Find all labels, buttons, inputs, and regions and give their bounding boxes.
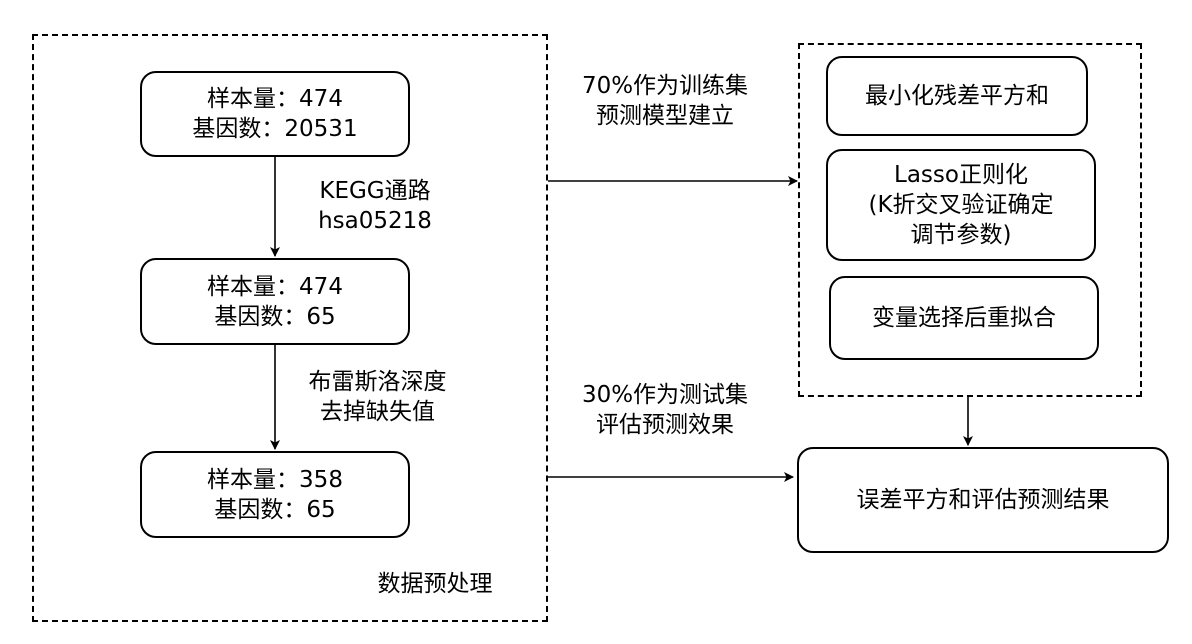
test-split-line2: 评估预测效果: [596, 412, 734, 438]
model-item1-box: 最小化残差平方和: [826, 56, 1088, 136]
step2-box: 样本量：474 基因数：65: [140, 258, 410, 345]
test-split-label: 30%作为测试集 评估预测效果: [565, 380, 765, 440]
model-item2-box: Lasso正则化 (K折交叉验证确定 调节参数): [826, 149, 1096, 261]
edge2-line2: 去掉缺失值: [320, 399, 435, 425]
model-item1-text: 最小化残差平方和: [865, 83, 1049, 109]
edge1-line2: hsa05218: [318, 208, 432, 234]
model-group: [798, 43, 1142, 397]
result-box: 误差平方和评估预测结果: [797, 447, 1169, 553]
result-text: 误差平方和评估预测结果: [856, 487, 1110, 513]
edge2-line1: 布雷斯洛深度: [308, 369, 447, 395]
step1-line1: 样本量：474: [207, 86, 343, 112]
train-split-label: 70%作为训练集 预测模型建立: [565, 71, 765, 131]
edge1-label: KEGG通路 hsa05218: [290, 176, 460, 236]
step2-line2: 基因数：65: [214, 303, 336, 330]
edge2-label: 布雷斯洛深度 去掉缺失值: [285, 367, 470, 427]
model-item2-line1: Lasso正则化: [894, 162, 1028, 188]
edge1-line1: KEGG通路: [319, 178, 431, 204]
step3-line2: 基因数：65: [214, 496, 336, 523]
step1-box: 样本量：474 基因数：20531: [140, 71, 410, 157]
model-item2-line2: (K折交叉验证确定: [868, 192, 1054, 218]
step2-line1: 样本量：474: [207, 273, 343, 300]
train-split-line1: 70%作为训练集: [581, 73, 749, 99]
model-item3-box: 变量选择后重拟合: [829, 276, 1099, 360]
step3-line1: 样本量：358: [207, 466, 343, 493]
test-split-line1: 30%作为测试集: [581, 382, 749, 408]
model-item2-line3: 调节参数): [910, 222, 1012, 248]
train-split-line2: 预测模型建立: [596, 103, 734, 129]
preprocess-group-label: 数据预处理: [377, 571, 493, 597]
preprocess-group: [32, 34, 548, 622]
step1-line2: 基因数：20531: [192, 116, 358, 142]
step3-box: 样本量：358 基因数：65: [140, 451, 410, 538]
model-item3-text: 变量选择后重拟合: [872, 305, 1056, 331]
